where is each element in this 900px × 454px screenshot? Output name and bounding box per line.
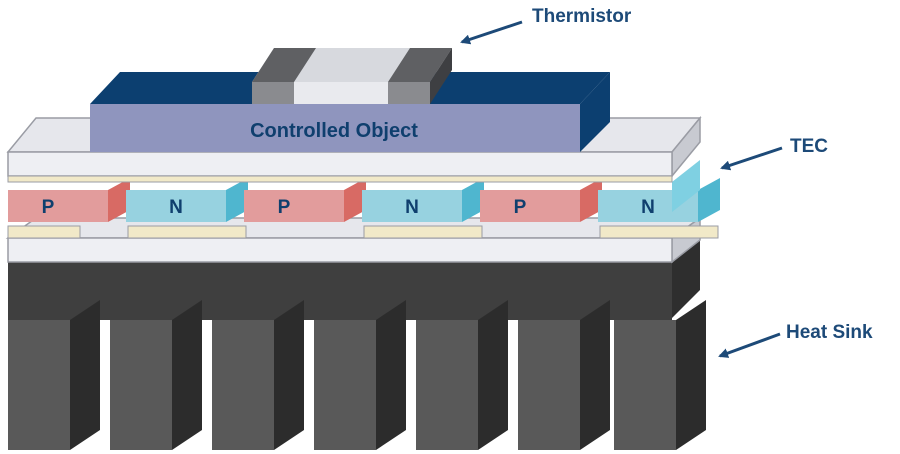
fin-front (314, 320, 376, 450)
fin-front (110, 320, 172, 450)
heat-sink-fin (314, 300, 406, 450)
heat-sink-base-side (672, 240, 700, 318)
tec-label: TEC (790, 136, 828, 157)
bottom-conductor (363, 225, 483, 239)
p-label: P (514, 197, 527, 218)
top-plate-front (7, 151, 673, 177)
p-type-element: P (8, 178, 130, 222)
pellet-front (244, 190, 344, 222)
pellet-side (462, 178, 484, 222)
n-label: N (405, 197, 419, 218)
bottom-plate-front (7, 237, 673, 263)
fin-front (614, 320, 676, 450)
n-label: N (641, 197, 655, 218)
heat-sink (8, 240, 706, 450)
pellet-side (698, 178, 720, 222)
pellet-side (108, 178, 130, 222)
tec-right-edge (672, 160, 700, 212)
top-plate-edge (7, 175, 673, 183)
p-label: P (278, 197, 291, 218)
heat-sink-fins (8, 300, 706, 450)
object-side-face (580, 72, 610, 152)
heat-sink-fin (416, 300, 508, 450)
pellet-front (362, 190, 462, 222)
bottom-conductor (7, 225, 81, 239)
pellet-side (226, 178, 248, 222)
controlled-object-label: Controlled Object (250, 120, 418, 142)
thermistor-left-cap-front (252, 82, 294, 104)
fin-side (580, 300, 610, 450)
fin-front (416, 320, 478, 450)
object-front-face (90, 104, 580, 152)
heat-sink-base-front (8, 262, 672, 320)
n-label: N (169, 197, 183, 218)
callout-thermistor: Thermistor (460, 6, 632, 45)
n-type-element: N (598, 178, 720, 222)
heat-sink-fin (8, 300, 100, 450)
bottom-conductor (599, 225, 719, 239)
callout-heat-sink: Heat Sink (718, 322, 873, 358)
bottom-conductor (127, 225, 247, 239)
heat-sink-fin (614, 300, 706, 450)
thermistor-right-cap-top (388, 48, 452, 82)
fin-front (212, 320, 274, 450)
p-type-element: P (244, 178, 366, 222)
thermistor-label: Thermistor (532, 6, 632, 27)
pellet-front (480, 190, 580, 222)
heat-sink-fin (110, 300, 202, 450)
thermistor-arrow (460, 20, 523, 45)
fin-side (478, 300, 508, 450)
pellet-side (344, 178, 366, 222)
p-type-element: P (480, 178, 602, 222)
thermistor-right-cap-front (388, 82, 430, 104)
thermistor-side (430, 48, 452, 104)
bottom-plate-top (5, 217, 703, 239)
thermistor-left-cap-top (252, 48, 316, 82)
fin-side (274, 300, 304, 450)
heat-sink-fin (518, 300, 610, 450)
pellet-front (126, 190, 226, 222)
p-label: P (42, 197, 55, 218)
thermistor-body-front (294, 82, 388, 104)
n-type-element: N (126, 178, 248, 222)
tec-arrow (720, 146, 783, 171)
thermistor (252, 48, 452, 104)
fin-front (518, 320, 580, 450)
pellet-front (8, 190, 108, 222)
fin-side (376, 300, 406, 450)
heat-sink-arrow (718, 332, 781, 358)
heat-sink-label: Heat Sink (786, 322, 873, 343)
callout-tec: TEC (720, 136, 828, 171)
fin-side (70, 300, 100, 450)
fin-side (172, 300, 202, 450)
pellet-side (580, 178, 602, 222)
n-type-element: N (362, 178, 484, 222)
fin-side (676, 300, 706, 450)
heat-sink-fin (212, 300, 304, 450)
fin-front (8, 320, 70, 450)
